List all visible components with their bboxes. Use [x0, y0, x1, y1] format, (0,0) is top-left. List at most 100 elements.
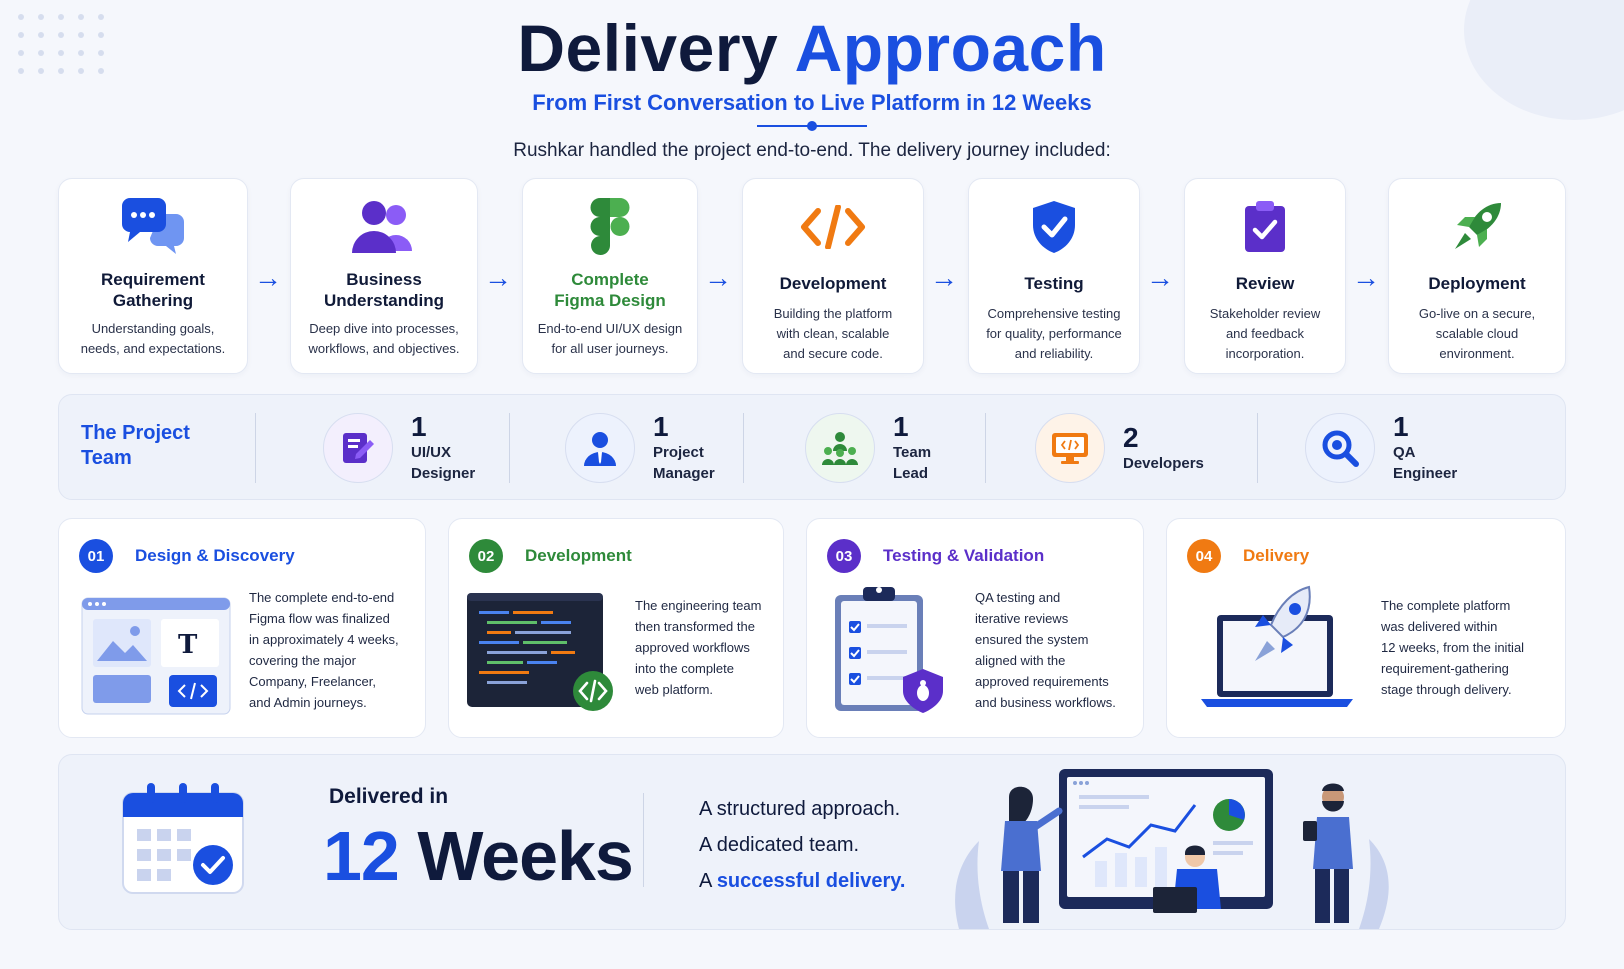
- users-icon: [352, 201, 412, 253]
- phase-description: The complete platform was delivered with…: [1381, 595, 1524, 700]
- page-subtitle: From First Conversation to Live Platform…: [532, 90, 1092, 115]
- member-count: 1: [411, 411, 427, 442]
- calendar-check-icon: [121, 781, 247, 902]
- member-count: 2: [1123, 421, 1139, 453]
- checklist-illustration: [833, 585, 947, 720]
- step-desc: scalable cloud: [1435, 326, 1519, 341]
- project-team-panel: The Project Team 1 UI/UX Designer 1: [58, 394, 1566, 500]
- member-uiux-designer: 1 UI/UX Designer: [323, 411, 475, 485]
- clipboard-check-icon: [1245, 201, 1285, 252]
- phase-desc-line: QA testing and: [975, 590, 1061, 605]
- member-count: 1: [893, 411, 909, 442]
- step-title: Business: [346, 270, 422, 289]
- step-desc: for all user journeys.: [551, 341, 669, 356]
- manager-icon: [584, 432, 616, 466]
- phase-title: Testing & Validation: [883, 546, 1045, 565]
- phase-desc-line: approved requirements: [975, 674, 1109, 689]
- tagline: A structured approach.: [699, 798, 901, 820]
- step-desc: Stakeholder review: [1209, 306, 1321, 321]
- member-role: Developers: [1123, 454, 1204, 472]
- member-role: Lead: [893, 465, 929, 482]
- phase-desc-line: The complete platform: [1381, 598, 1511, 613]
- delivered-unit: Weeks: [417, 817, 634, 895]
- tagline: A successful delivery.: [699, 863, 905, 899]
- arrow-icon: →: [254, 262, 282, 293]
- step-desc: Comprehensive testing: [987, 306, 1121, 321]
- phase-delivery: 04 Delivery The complete platform was de…: [1166, 518, 1566, 738]
- team-separator: [1257, 413, 1258, 483]
- step-desc: with clean, scalable: [776, 326, 890, 341]
- phase-desc-line: stage through delivery.: [1381, 682, 1512, 697]
- laptop-rocket-illustration: [1197, 585, 1357, 718]
- step-desc: Go-live on a secure,: [1418, 306, 1536, 321]
- arrow-icon: →: [484, 262, 512, 293]
- phase-desc-line: in approximately 4 weeks,: [249, 632, 399, 647]
- step-title: Review: [1235, 274, 1295, 293]
- svg-text:T: T: [178, 630, 198, 660]
- step-desc: Building the platform: [773, 306, 893, 321]
- shield-check-icon: [1033, 201, 1075, 253]
- tagline-accent: successful delivery.: [716, 870, 906, 892]
- phase-desc-line: The engineering team: [635, 598, 762, 613]
- team-presentation-illustration: [939, 761, 1419, 929]
- phase-desc-line: ensured the system: [975, 632, 1089, 647]
- step-desc: environment.: [1439, 346, 1515, 361]
- arrow-icon: →: [1352, 262, 1380, 293]
- decorative-dots: [18, 14, 106, 74]
- member-qa-engineer: 1 QA Engineer: [1305, 411, 1457, 485]
- step-desc: Deep dive into processes,: [309, 321, 459, 336]
- team-separator: [743, 413, 744, 483]
- phase-description: QA testing and iterative reviews ensured…: [975, 587, 1116, 713]
- step-title: Gathering: [112, 291, 194, 310]
- member-count: 1: [653, 411, 669, 442]
- taglines: A structured approach. A dedicated team.…: [699, 791, 905, 899]
- title-main: Delivery: [517, 11, 779, 85]
- phase-badge: 04: [1187, 539, 1221, 573]
- phase-desc-line: web platform.: [635, 682, 714, 697]
- arrow-icon: →: [1146, 262, 1174, 293]
- step-title: Complete: [571, 270, 649, 289]
- title-divider: [757, 120, 867, 132]
- member-project-manager: 1 Project Manager: [565, 411, 715, 485]
- rocket-icon: [1455, 203, 1501, 249]
- phase-desc-line: aligned with the: [975, 653, 1066, 668]
- step-title: Understanding: [324, 291, 444, 310]
- magnifier-icon: [1322, 430, 1359, 467]
- delivered-number: 12: [323, 817, 400, 895]
- phase-badge: 03: [827, 539, 861, 573]
- step-title: Testing: [1024, 274, 1084, 293]
- phase-title: Development: [525, 546, 632, 565]
- phase-desc-line: approved workflows: [635, 640, 750, 655]
- phase-description: The complete end-to-end Figma flow was f…: [249, 587, 399, 713]
- member-team-lead: 1 Team Lead: [805, 411, 931, 485]
- step-title: Figma Design: [554, 291, 666, 310]
- member-role: Team: [893, 444, 932, 461]
- team-title: The Project Team: [81, 421, 211, 471]
- team-separator: [255, 413, 256, 483]
- figma-icon: [590, 198, 630, 255]
- phase-testing-validation: 03 Testing & Validation QA testing and i…: [806, 518, 1144, 738]
- tagline-prefix: A: [699, 870, 712, 892]
- code-icon: [801, 205, 865, 249]
- phase-badge: 01: [79, 539, 113, 573]
- step-desc: needs, and expectations.: [80, 341, 226, 356]
- phase-desc-line: requirement-gathering: [1381, 661, 1509, 676]
- phase-desc-line: Figma flow was finalized: [249, 611, 390, 626]
- delivered-duration: 12 Weeks: [323, 811, 634, 901]
- team-separator: [509, 413, 510, 483]
- step-desc: incorporation.: [1225, 346, 1305, 361]
- member-role: Manager: [653, 465, 715, 482]
- team-title-line: The Project: [81, 422, 190, 444]
- team-title-line: Team: [81, 447, 132, 469]
- intro-text: Rushkar handled the project end-to-end. …: [513, 140, 1111, 161]
- phase-desc-line: was delivered within: [1381, 619, 1498, 634]
- phase-title: Design & Discovery: [135, 546, 295, 565]
- header: Delivery Approach From First Conversatio…: [0, 6, 1624, 162]
- phases: 01 Design & Discovery T The complete end…: [58, 518, 1566, 738]
